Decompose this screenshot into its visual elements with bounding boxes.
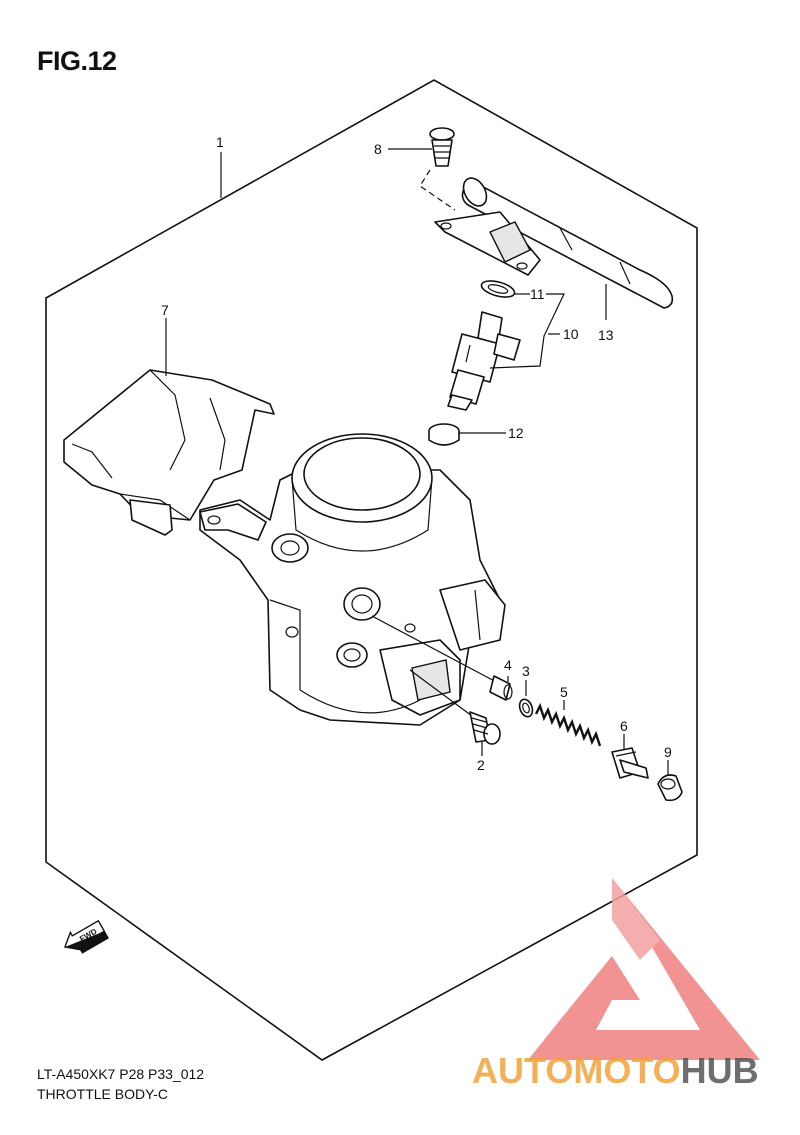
fwd-arrow-icon: FWD — [64, 919, 110, 954]
spring — [534, 702, 602, 747]
callout-9: 9 — [664, 744, 672, 760]
cap — [657, 774, 683, 802]
callout-4: 4 — [504, 657, 512, 673]
callout-10: 10 — [563, 326, 579, 342]
leader-lines — [165, 148, 669, 776]
callout-1: 1 — [216, 134, 224, 150]
callout-2: 2 — [477, 757, 485, 773]
adjust-screw — [489, 675, 513, 701]
callout-12: 12 — [508, 425, 524, 441]
callout-5: 5 — [560, 684, 568, 700]
watermark-logo — [528, 878, 760, 1060]
pilot-screw — [409, 669, 501, 745]
callout-13: 13 — [598, 327, 614, 343]
o-ring-upper — [480, 280, 516, 298]
model-code: LT-A450XK7 P28 P33_012 — [37, 1066, 205, 1082]
figure-subtitle: THROTTLE BODY-C — [37, 1086, 168, 1102]
screw — [419, 127, 456, 211]
nut — [611, 747, 649, 779]
watermark-text-dark: HUB — [680, 1050, 759, 1091]
callout-8: 8 — [374, 141, 382, 157]
throttle-body — [199, 433, 506, 726]
callout-7: 7 — [161, 302, 169, 318]
callout-6: 6 — [620, 718, 628, 734]
callout-3: 3 — [522, 663, 530, 679]
fuel-delivery-pipe — [434, 177, 674, 309]
o-ring-lower — [518, 698, 534, 718]
assembly-outline — [45, 79, 698, 1061]
watermark-text-accent: AUTOMOTO — [472, 1050, 681, 1091]
cushion-seal — [428, 423, 460, 446]
fuel-injector — [447, 311, 521, 411]
callout-11: 11 — [530, 286, 545, 302]
watermark-text: AUTOMOTOHUB — [472, 1050, 759, 1092]
figure-title: FIG.12 — [37, 46, 117, 76]
bracket — [63, 369, 275, 536]
